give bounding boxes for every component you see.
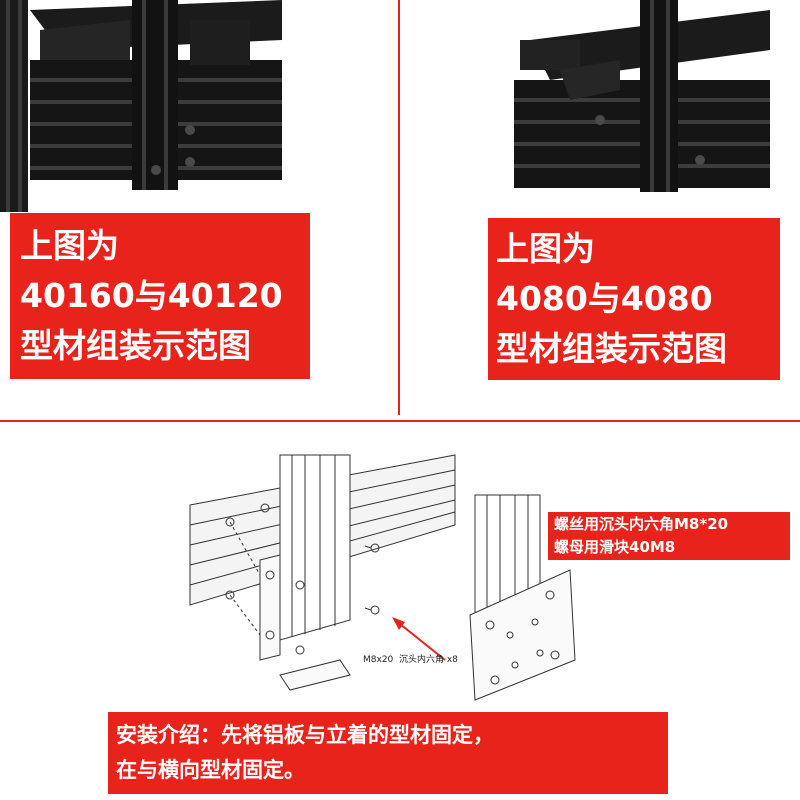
- caption-right-line-2: 4080与4080: [496, 279, 713, 318]
- screw-note-line-1: 螺丝用沉头内六角M8*20: [554, 515, 729, 533]
- part-label: M8x20 沉头内六角 x8: [363, 655, 458, 665]
- caption-left-line-3: 型材组装示范图: [20, 326, 251, 365]
- install-note-line-1: 安装介绍：先将铝板与立着的型材固定，: [116, 723, 494, 747]
- screw-note-line-2: 螺母用滑块40M8: [554, 538, 676, 556]
- assembly-line-drawing: [189, 454, 576, 701]
- screw-note: 螺丝用沉头内六角M8*20 螺母用滑块40M8: [548, 512, 790, 560]
- horizontal-divider: [0, 420, 800, 422]
- photo-panel-right: [500, 0, 770, 192]
- caption-left-line-2: 40160与40120: [20, 276, 283, 315]
- caption-right: 上图为 4080与4080 型材组装示范图: [488, 218, 780, 380]
- photo-panel-left: [0, 0, 282, 212]
- caption-right-line-3: 型材组装示范图: [496, 329, 727, 368]
- assembly-diagram: [185, 450, 605, 710]
- frame-photo-4080-4080: [500, 0, 770, 192]
- caption-left-line-1: 上图为: [20, 226, 119, 265]
- caption-left: 上图为 40160与40120 型材组装示范图: [10, 213, 310, 379]
- caption-right-line-1: 上图为: [496, 229, 595, 268]
- frame-photo-40160-40120: [0, 0, 282, 212]
- install-note-line-2: 在与横向型材固定。: [116, 758, 305, 782]
- vertical-divider: [398, 0, 400, 415]
- install-note: 安装介绍：先将铝板与立着的型材固定， 在与横向型材固定。: [108, 712, 668, 794]
